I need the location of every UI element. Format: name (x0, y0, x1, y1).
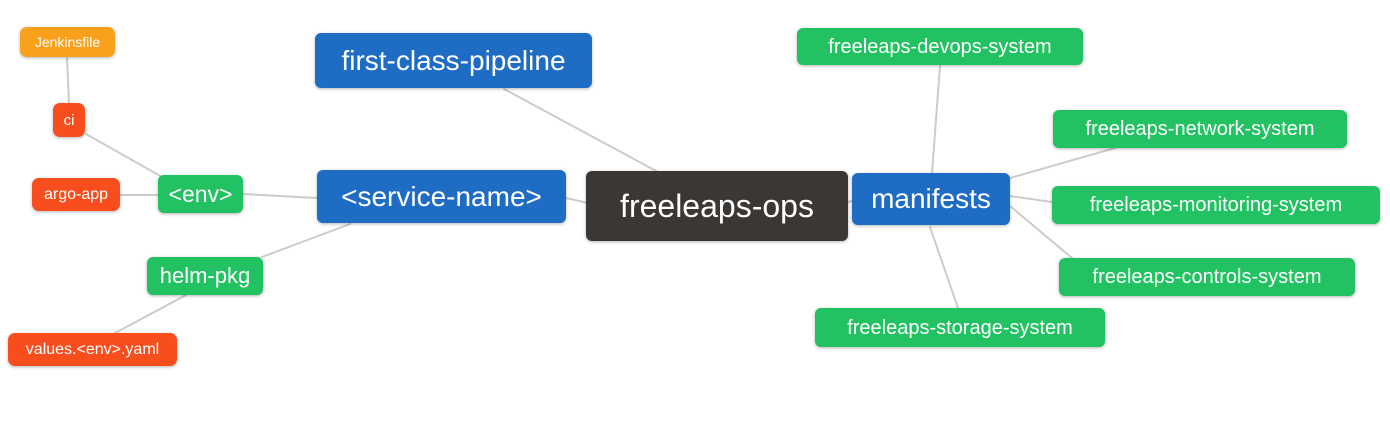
node-freeleaps-ops-root[interactable]: freeleaps-ops (586, 171, 848, 241)
edge-helm-pkg-values (114, 294, 187, 334)
edge-env-service-name (242, 193, 318, 199)
node-manifests[interactable]: manifests (852, 173, 1010, 225)
edge-manifests-monitoring (1009, 195, 1053, 203)
edge-pipeline-ops (503, 88, 659, 173)
node-freeleaps-controls-system[interactable]: freeleaps-controls-system (1059, 258, 1355, 296)
edge-jenkinsfile-ci (66, 57, 70, 104)
edge-manifests-storage (929, 226, 959, 309)
node-helm-pkg[interactable]: helm-pkg (147, 257, 263, 295)
node-values-env-yaml[interactable]: values.<env>.yaml (8, 333, 177, 366)
node-service-name[interactable]: <service-name> (317, 170, 566, 223)
node-ci[interactable]: ci (53, 103, 85, 137)
edge-manifests-devops (931, 65, 941, 174)
edge-manifests-controls (1009, 205, 1073, 259)
node-env[interactable]: <env> (158, 175, 243, 213)
node-jenkinsfile[interactable]: Jenkinsfile (20, 27, 115, 57)
node-first-class-pipeline[interactable]: first-class-pipeline (315, 33, 592, 88)
edge-manifests-network (1009, 147, 1116, 179)
node-freeleaps-devops-system[interactable]: freeleaps-devops-system (797, 28, 1083, 65)
edge-service-name-helm-pkg (261, 223, 351, 258)
edge-service-name-ops (565, 197, 589, 204)
node-freeleaps-storage-system[interactable]: freeleaps-storage-system (815, 308, 1105, 347)
node-argo-app[interactable]: argo-app (32, 178, 120, 211)
edge-ci-env (85, 133, 163, 178)
node-freeleaps-monitoring-system[interactable]: freeleaps-monitoring-system (1052, 186, 1380, 224)
node-freeleaps-network-system[interactable]: freeleaps-network-system (1053, 110, 1347, 148)
